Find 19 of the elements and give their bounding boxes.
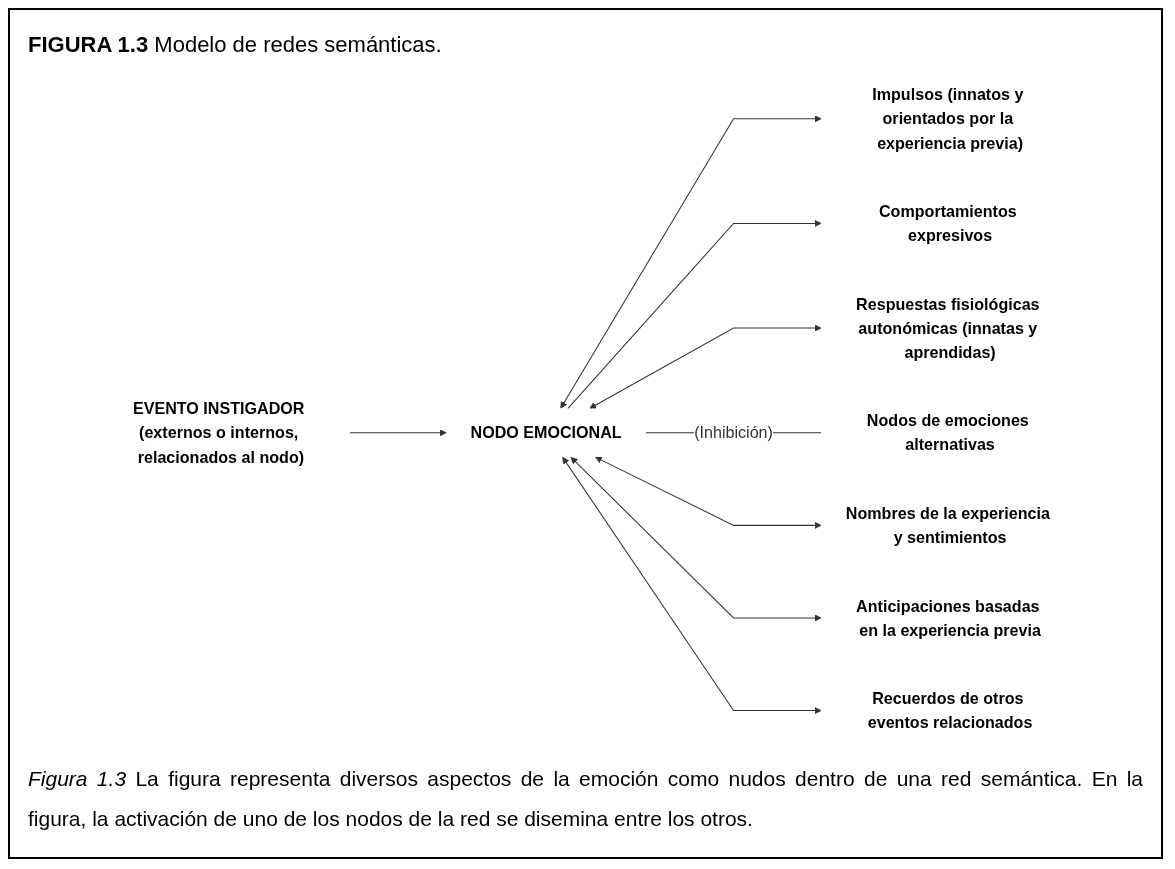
node-text: Nombres de la experiencia y sentimientos <box>845 504 1050 547</box>
node-text: Impulsos (innatos y orientados por la experiencia previa) <box>872 85 1024 152</box>
edge-label: (Inhibición) <box>694 423 773 442</box>
arrow <box>570 456 822 622</box>
arrow <box>595 456 822 529</box>
node-text: NODO EMOCIONAL <box>470 423 622 442</box>
arrow <box>560 115 822 409</box>
node-text: Nodos de emociones alternativas <box>866 411 1029 454</box>
arrow <box>349 429 447 437</box>
figure-title: FIGURA 1.3 Modelo de redes semánticas. <box>28 32 443 58</box>
figure-caption: Figura 1.3 La figura representa diversos aspectos de la emoción como nudos dentro de una red semántica. En la figura, la activación de uno de los nodos de la red se disemina entre los otros. <box>28 766 1143 833</box>
arrow <box>567 219 822 410</box>
node-text: Respuestas fisiológicas autonómicas (innatas y aprendidas) <box>856 295 1040 362</box>
arrow <box>589 324 822 409</box>
node-text: Comportamientos expresivos <box>878 202 1017 245</box>
node-text: Recuerdos de otros eventos relacionados <box>867 689 1033 732</box>
node-text: EVENTO INSTIGADOR (externos o internos, relacionados al nodo) <box>132 399 305 466</box>
arrow <box>562 456 822 715</box>
node-text: Anticipaciones basadas en la experiencia previa <box>856 597 1041 639</box>
